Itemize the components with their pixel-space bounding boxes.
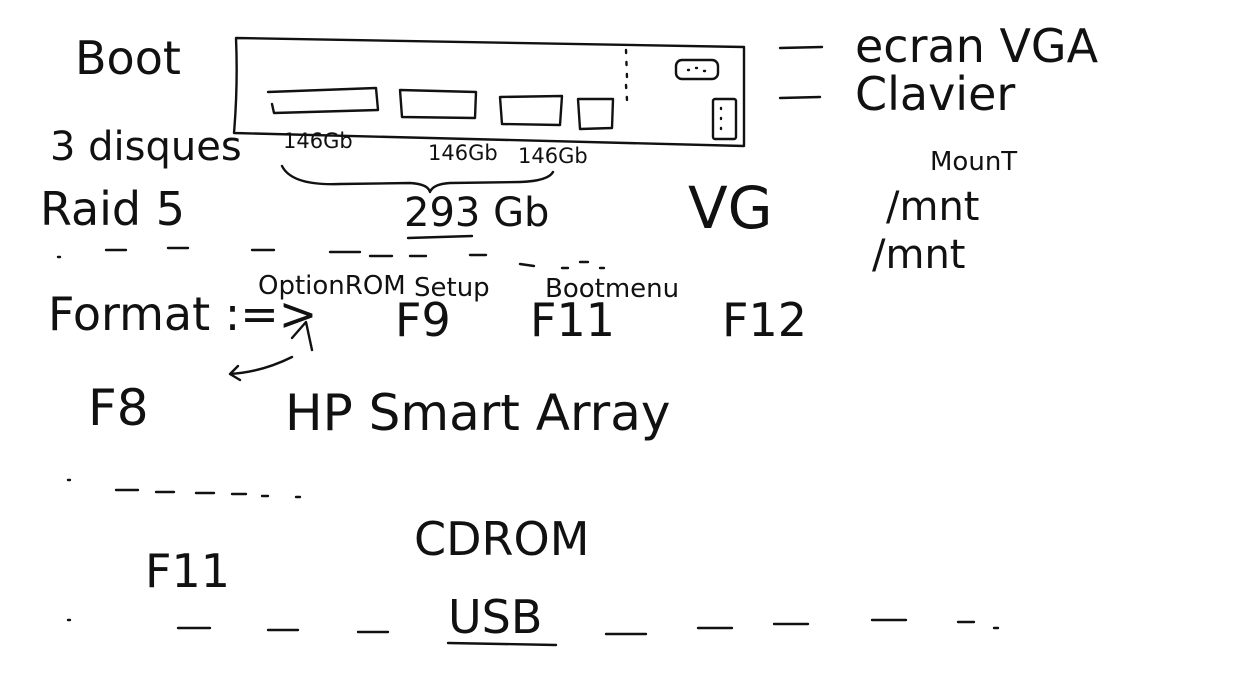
separator-line-3 [66, 618, 1000, 636]
optionrom-arrow-up [290, 320, 314, 352]
disk-size-2: 146Gb [428, 141, 498, 165]
raid-total-underline [406, 234, 474, 240]
keyboard-label: Clavier [855, 67, 1015, 121]
disk-bay-2 [398, 88, 478, 120]
usb-label: USB [448, 590, 542, 644]
mount-point-1: /mnt [886, 184, 979, 230]
server-front-panel [232, 36, 824, 148]
optionrom-label: OptionROM [258, 271, 406, 301]
disks-label: 3 disques [50, 124, 242, 170]
bootmenu-key: F11 [530, 293, 615, 347]
cdrom-label: CDROM [414, 512, 589, 566]
disk-bay-1 [266, 86, 380, 115]
setup-label: Setup [414, 273, 490, 303]
boot-label: Boot [75, 31, 181, 85]
format-label: Format :=> [48, 287, 317, 341]
raid-brace [280, 164, 555, 194]
f12-key: F12 [722, 293, 807, 347]
raid-total: 293 Gb [404, 190, 549, 236]
raid-label: Raid 5 [40, 182, 185, 236]
volume-group-label: VG [688, 174, 773, 242]
separator-line-1 [56, 246, 606, 270]
keyboard-pointer-line [778, 95, 822, 100]
disk-bay-3 [498, 94, 564, 127]
vga-pointer-line [778, 45, 824, 50]
vga-port-icon [674, 58, 720, 81]
setup-key: F9 [395, 293, 451, 347]
bootmenu-label: Bootmenu [545, 274, 679, 304]
disk-bay-4 [576, 97, 615, 131]
disk-size-3: 146Gb [518, 144, 588, 168]
vga-port-pins [686, 66, 707, 73]
disk-size-1: 146Gb [283, 129, 353, 153]
bootmenu-key-repeat: F11 [145, 544, 230, 598]
optionrom-key: F8 [88, 379, 149, 437]
optionrom-arrow-back [228, 355, 294, 382]
mount-label: MounT [930, 147, 1017, 177]
usb-underline [446, 641, 558, 647]
panel-divider [624, 48, 629, 102]
server-chassis [232, 36, 746, 148]
vga-screen-label: ecran VGA [855, 19, 1099, 73]
hp-smart-array-label: HP Smart Array [285, 384, 670, 442]
usb-port-icon [711, 97, 738, 141]
separator-line-2 [66, 478, 302, 499]
mount-point-2: /mnt [872, 232, 965, 278]
